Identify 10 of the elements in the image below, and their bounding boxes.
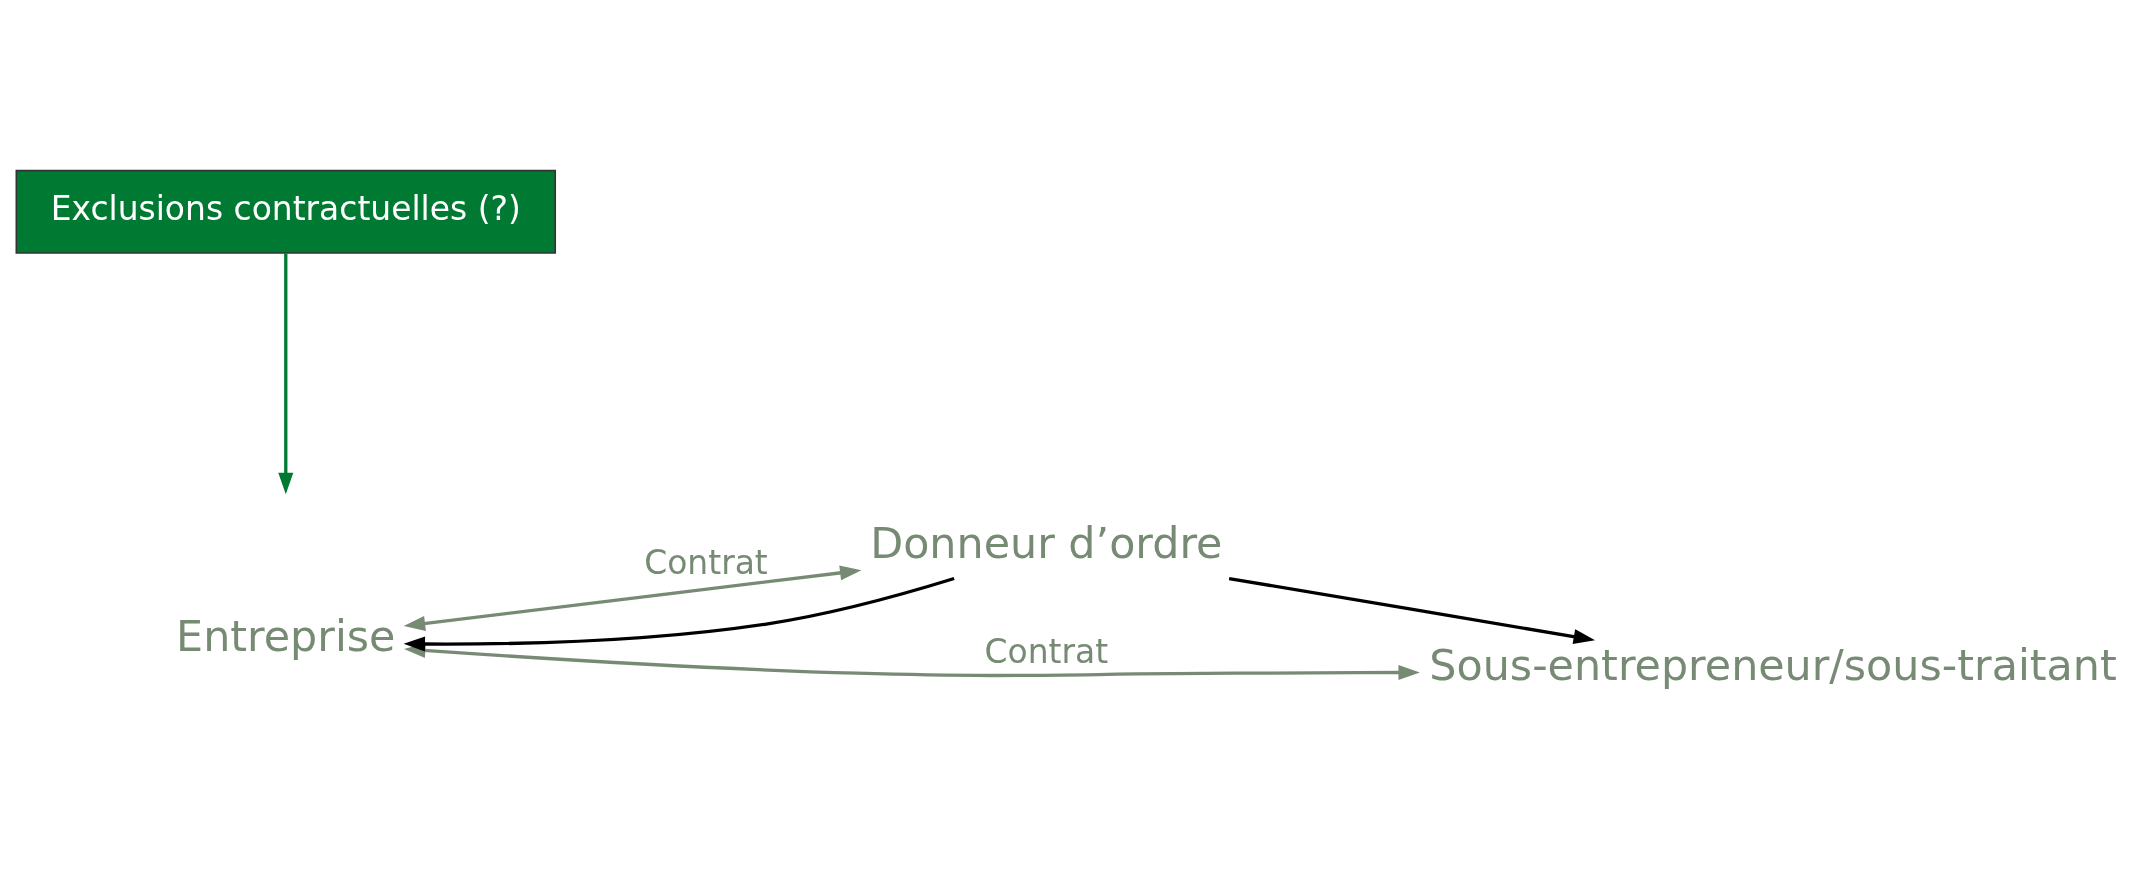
edge-label: Contrat: [984, 631, 1109, 671]
arrow: [1228, 576, 1596, 644]
arrow: [403, 576, 955, 651]
node-box: Exclusions contractuelles (?): [15, 169, 557, 254]
node-text: Sous-entrepreneur/sous-traitant: [1429, 639, 2117, 690]
edge-label: Contrat: [644, 542, 768, 582]
node-text: Donneur d’ordre: [870, 517, 1223, 568]
arrow: [403, 564, 862, 631]
arrow: [278, 253, 294, 494]
node-text: Entreprise: [176, 610, 396, 661]
